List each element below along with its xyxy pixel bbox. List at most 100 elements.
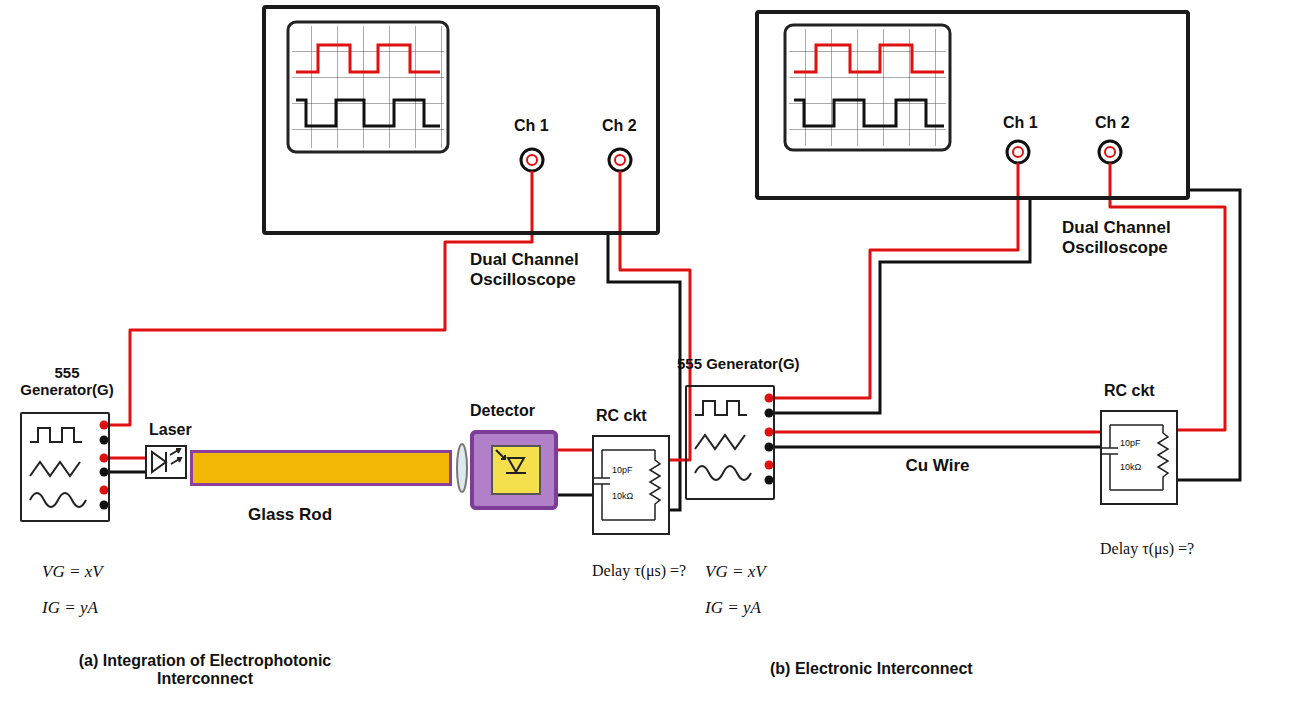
scope-screen	[296, 45, 440, 72]
detector-housing	[470, 430, 558, 510]
rc-symbol	[602, 450, 655, 520]
waveform-icon	[30, 493, 86, 507]
scope-screen	[785, 25, 950, 150]
rc-symbol	[594, 450, 660, 520]
lens	[457, 444, 467, 492]
rc-symbol	[1158, 425, 1168, 490]
terminal-dot	[100, 421, 109, 510]
panel-caption: (b) Electronic Interconnect	[770, 660, 973, 678]
laser-label: Laser	[149, 421, 192, 439]
signal-wire	[558, 449, 592, 452]
ground-wire	[775, 446, 1100, 449]
ground-wire	[1178, 190, 1240, 480]
signal-wire	[775, 431, 1100, 434]
capacitor-value: 10pF	[612, 465, 633, 475]
photodetector: Detector	[470, 430, 558, 510]
detector-housing	[508, 458, 524, 472]
terminal-dot	[100, 486, 109, 495]
channel-jack	[527, 155, 537, 165]
channel-jack	[1007, 141, 1029, 163]
detector-housing	[496, 450, 526, 473]
rc-symbol	[1102, 425, 1168, 490]
scope-screen	[288, 22, 448, 152]
detector-housing	[470, 430, 558, 510]
voltage-label: VG = xV	[705, 562, 766, 582]
waveform-icon	[30, 428, 82, 442]
capacitor-value: 10pF	[1120, 438, 1141, 448]
scope-screen	[288, 22, 448, 152]
laser-symbol	[170, 449, 180, 455]
scope-screen	[292, 26, 444, 148]
probe-lead	[532, 171, 620, 231]
rc-symbol	[650, 450, 660, 520]
resistor-value: 10kΩ	[612, 491, 633, 501]
probe-lead	[1017, 163, 1020, 196]
laser-box: Laser	[145, 445, 187, 479]
scope-screen	[794, 100, 944, 126]
wire-label: Cu Wire	[902, 456, 972, 476]
terminal-dot	[100, 454, 109, 463]
channel-label: Ch 1	[514, 117, 549, 135]
detector-label: Detector	[470, 402, 535, 420]
laser-symbol	[165, 452, 167, 472]
rc-label: RC ckt	[1104, 382, 1155, 400]
channel-jack	[1007, 141, 1121, 163]
probe-lead	[619, 171, 622, 231]
rc-label: RC ckt	[596, 407, 647, 425]
generator-label: 555 Generator(G)	[677, 355, 800, 372]
channel-jack	[609, 149, 631, 171]
terminal-dot	[765, 409, 774, 418]
signal-wire	[110, 235, 532, 425]
probe-lead	[1109, 163, 1112, 196]
ground-wire	[775, 190, 1240, 480]
ground-wire	[775, 200, 1030, 413]
glass-rod: Glass Rod	[190, 450, 452, 486]
rc-symbol	[1102, 425, 1118, 490]
channel-label: Ch 2	[602, 117, 637, 135]
channel-jack	[521, 149, 543, 171]
delay-label: Delay τ(μs) =?	[1100, 540, 1194, 558]
oscilloscope: Ch 1 Ch 2	[262, 5, 660, 235]
signal-wire	[775, 200, 1018, 398]
scope-screen	[794, 45, 944, 72]
signal-wire	[620, 235, 690, 460]
resistor-value: 10kΩ	[1120, 462, 1141, 472]
lens	[457, 444, 467, 492]
ground-wire	[110, 471, 145, 474]
waveform-icon	[695, 401, 747, 415]
signal-wire	[110, 457, 145, 460]
signal-generator: 555 Generator(G)	[685, 385, 775, 500]
instrument-label: Dual Channel Oscilloscope	[1062, 218, 1197, 258]
channel-label: Ch 2	[1095, 114, 1130, 132]
generator-label: 555 Generator(G)	[10, 364, 124, 398]
channel-jack	[615, 155, 625, 165]
channel-jack	[1105, 147, 1115, 157]
rc-circuit: RC ckt10pF10kΩ	[1100, 410, 1178, 505]
terminal-dot	[765, 394, 774, 485]
voltage-label: VG = xV	[42, 562, 103, 582]
channel-jack	[521, 149, 631, 171]
laser-symbol	[171, 458, 181, 464]
panel-caption: (a) Integration of Electrophotonic Inter…	[55, 652, 355, 688]
laser-symbol	[152, 452, 166, 472]
waveform-icon	[695, 435, 745, 449]
scope-screen	[789, 29, 946, 146]
terminal-dot	[100, 468, 109, 477]
delay-label: Delay τ(μs) =?	[592, 562, 686, 580]
rc-circuit: RC ckt10pF10kΩ	[592, 435, 670, 535]
current-label: IG = yA	[705, 598, 761, 618]
waveform-icon	[695, 401, 751, 480]
terminal-dot	[100, 501, 109, 510]
detector-housing	[492, 446, 540, 494]
terminal-dot	[765, 428, 774, 437]
signal-generator: 555 Generator(G)	[20, 412, 110, 522]
ground-wire	[110, 235, 680, 510]
channel-jack	[1013, 147, 1023, 157]
waveform-icon	[695, 466, 751, 480]
scope-screen	[785, 25, 950, 150]
terminal-dot	[765, 394, 774, 403]
rc-symbol	[1110, 425, 1163, 490]
